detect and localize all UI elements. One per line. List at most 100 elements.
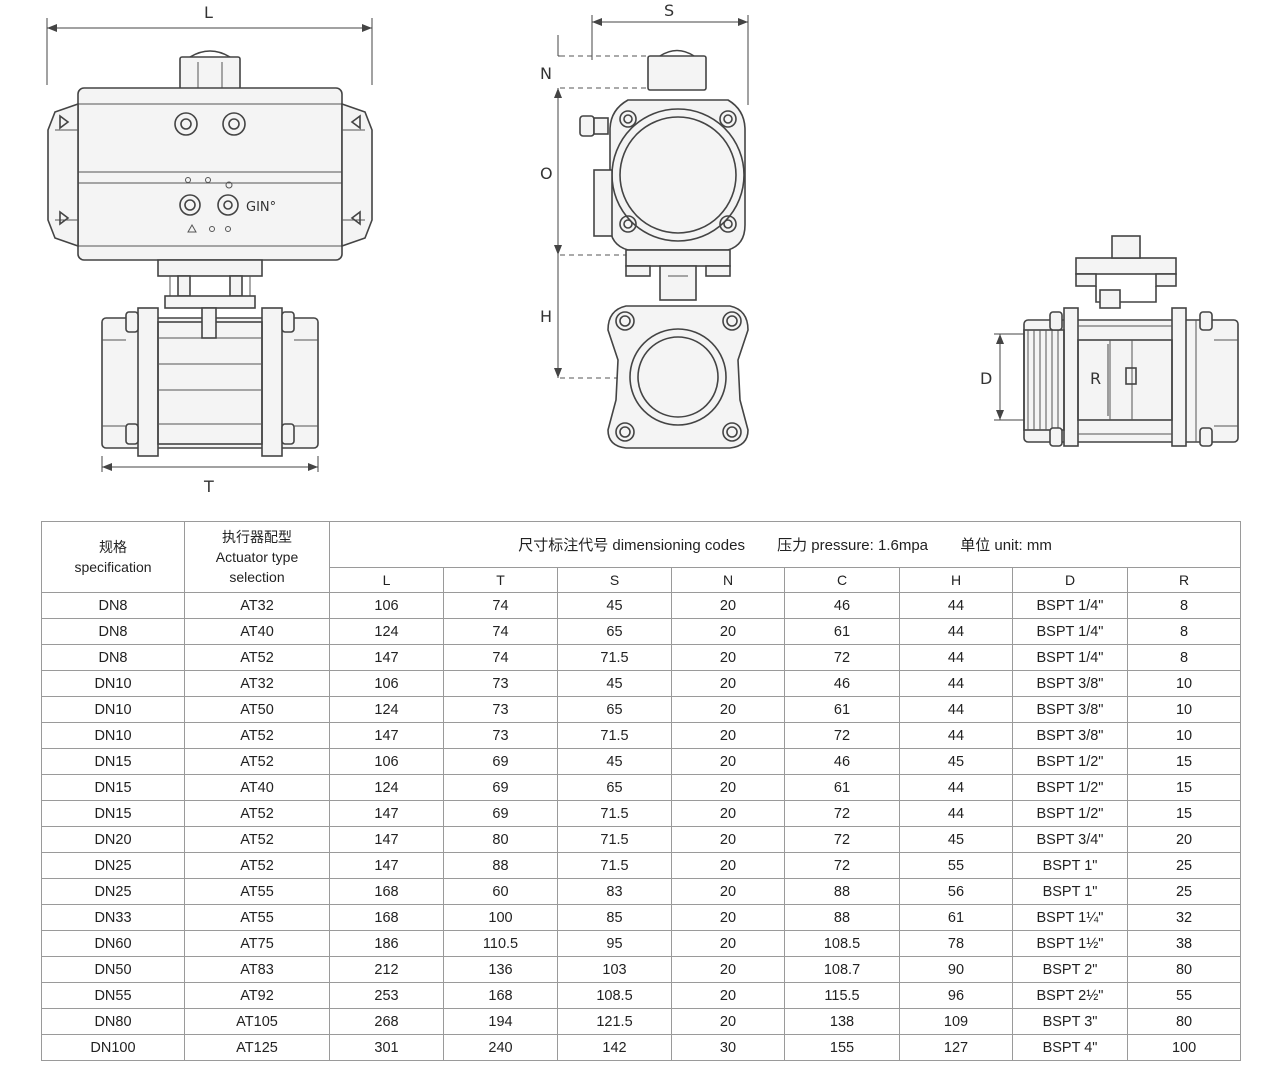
technical-drawing: L GIN° <box>46 1 1239 496</box>
column-header-l: L <box>329 567 444 593</box>
cell-d: BSPT 1¼" <box>1012 904 1128 931</box>
cell-actuator: AT52 <box>184 826 330 853</box>
cell-l: 212 <box>329 956 444 983</box>
cell-t: 60 <box>443 878 558 905</box>
cell-s: 45 <box>557 592 672 619</box>
cell-spec: DN25 <box>41 852 185 879</box>
cell-spec: DN60 <box>41 930 185 957</box>
cell-c: 46 <box>784 592 900 619</box>
cell-spec: DN10 <box>41 722 185 749</box>
cell-t: 100 <box>443 904 558 931</box>
cell-s: 71.5 <box>557 722 672 749</box>
cell-r: 15 <box>1126 800 1242 827</box>
spec-table: 规格 specification 执行器配型 Actuator type sel… <box>41 521 1242 1061</box>
cell-d: BSPT 1/4" <box>1012 592 1128 619</box>
cell-t: 74 <box>443 644 558 671</box>
cell-h: 44 <box>899 774 1013 801</box>
cell-c: 108.5 <box>784 930 900 957</box>
cell-t: 73 <box>443 696 558 723</box>
cell-t: 69 <box>443 774 558 801</box>
cell-c: 61 <box>784 618 900 645</box>
dim-label-h: H <box>540 307 552 326</box>
cell-actuator: AT52 <box>184 644 330 671</box>
cell-h: 109 <box>899 1008 1013 1035</box>
cell-d: BSPT 3/8" <box>1012 696 1128 723</box>
cell-spec: DN8 <box>41 618 185 645</box>
cell-h: 44 <box>899 618 1013 645</box>
cell-s: 108.5 <box>557 982 672 1009</box>
cell-n: 20 <box>671 826 785 853</box>
column-header-s: S <box>557 567 672 593</box>
cell-c: 88 <box>784 904 900 931</box>
cell-l: 106 <box>329 670 444 697</box>
cell-t: 240 <box>443 1034 558 1061</box>
column-header-c: C <box>784 567 900 593</box>
cell-spec: DN10 <box>41 670 185 697</box>
cell-d: BSPT 1½" <box>1012 930 1128 957</box>
cell-d: BSPT 1/4" <box>1012 644 1128 671</box>
cell-s: 71.5 <box>557 852 672 879</box>
cell-actuator: AT125 <box>184 1034 330 1061</box>
cell-d: BSPT 1/4" <box>1012 618 1128 645</box>
cell-r: 8 <box>1126 618 1242 645</box>
cell-r: 80 <box>1126 1008 1242 1035</box>
cell-spec: DN100 <box>41 1034 185 1061</box>
cell-l: 124 <box>329 774 444 801</box>
cell-n: 20 <box>671 748 785 775</box>
cell-actuator: AT83 <box>184 956 330 983</box>
cell-s: 121.5 <box>557 1008 672 1035</box>
cell-d: BSPT 2½" <box>1012 982 1128 1009</box>
cell-d: BSPT 1" <box>1012 878 1128 905</box>
cell-c: 72 <box>784 852 900 879</box>
cell-actuator: AT32 <box>184 670 330 697</box>
header-pressure: 压力 pressure: 1.6mpa <box>777 537 929 554</box>
cell-n: 20 <box>671 904 785 931</box>
header-unit: 单位 unit: mm <box>960 537 1052 554</box>
cell-d: BSPT 3/4" <box>1012 826 1128 853</box>
cell-spec: DN8 <box>41 644 185 671</box>
cell-l: 124 <box>329 618 444 645</box>
header-actuator-en2: selection <box>229 569 285 585</box>
header-actuator-cn: 执行器配型 <box>222 529 292 545</box>
cell-s: 142 <box>557 1034 672 1061</box>
cell-l: 124 <box>329 696 444 723</box>
side-view: S N O H <box>540 1 749 449</box>
header-dim-codes: 尺寸标注代号 dimensioning codes <box>518 537 745 554</box>
cell-n: 20 <box>671 982 785 1009</box>
cell-n: 20 <box>671 592 785 619</box>
cell-actuator: AT50 <box>184 696 330 723</box>
cell-d: BSPT 1" <box>1012 852 1128 879</box>
dim-label-r: R <box>1090 369 1101 388</box>
cell-n: 20 <box>671 722 785 749</box>
column-header-r: R <box>1126 567 1242 593</box>
cell-t: 80 <box>443 826 558 853</box>
cell-r: 8 <box>1126 592 1242 619</box>
cell-r: 15 <box>1126 774 1242 801</box>
cell-r: 25 <box>1126 878 1242 905</box>
cell-l: 268 <box>329 1008 444 1035</box>
cell-c: 138 <box>784 1008 900 1035</box>
cell-n: 30 <box>671 1034 785 1061</box>
cell-r: 10 <box>1126 670 1242 697</box>
cell-r: 25 <box>1126 852 1242 879</box>
cell-h: 90 <box>899 956 1013 983</box>
cell-spec: DN10 <box>41 696 185 723</box>
cell-t: 69 <box>443 800 558 827</box>
dim-label-n: N <box>540 64 552 83</box>
cell-r: 10 <box>1126 696 1242 723</box>
cell-r: 8 <box>1126 644 1242 671</box>
column-header-d: D <box>1012 567 1128 593</box>
cell-c: 72 <box>784 722 900 749</box>
cell-s: 71.5 <box>557 826 672 853</box>
cell-t: 74 <box>443 618 558 645</box>
cell-h: 96 <box>899 982 1013 1009</box>
cell-c: 108.7 <box>784 956 900 983</box>
